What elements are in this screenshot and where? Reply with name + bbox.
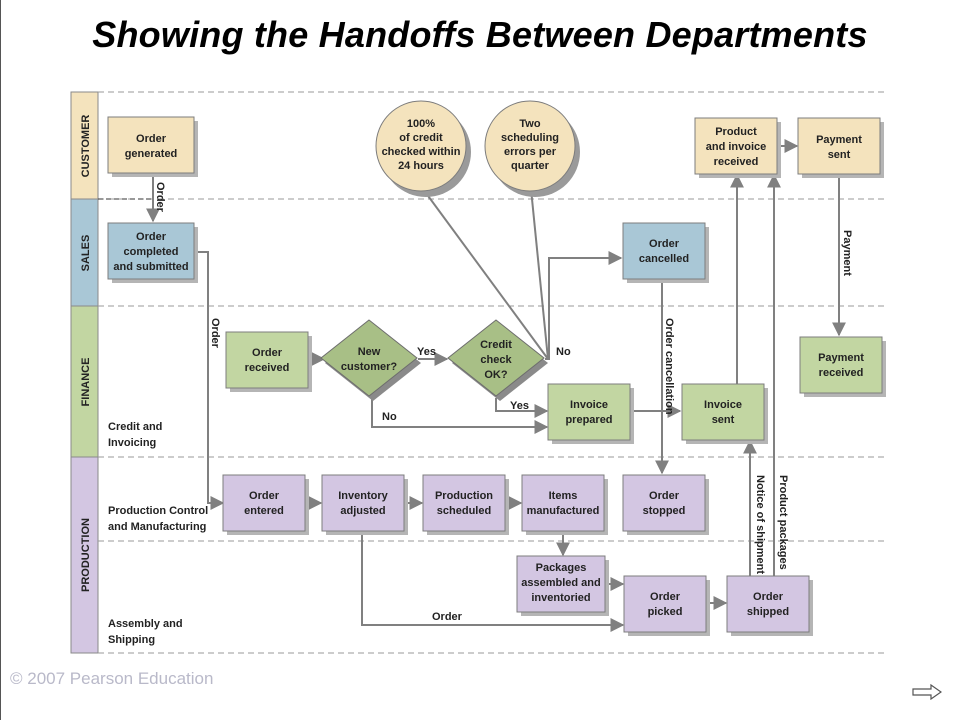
label-order-down: Order: [154, 182, 166, 213]
lane-separators: [98, 91, 888, 654]
sublane-label-production-control: Production Control and Manufacturing: [108, 505, 211, 533]
lane-label-finance: FINANCE: [80, 358, 92, 407]
label-order-bottom: Order: [432, 611, 463, 623]
connector-sales-to-order-entered: [196, 251, 225, 510]
connector-scheduling-metric: [530, 188, 549, 360]
lane-strip-finance: [70, 305, 99, 458]
slide-title: Showing the Handoffs Between Departments: [92, 14, 868, 55]
label-payment: Payment: [841, 230, 853, 276]
label-yes-credit: Yes: [510, 400, 529, 412]
lane-strip-sales: [70, 198, 99, 307]
lane-strip-customer: [70, 91, 99, 200]
label-order-cancellation: Order cancellation: [663, 318, 675, 415]
lane-label-sales: SALES: [80, 235, 92, 272]
label-no-credit: No: [556, 346, 571, 358]
label-order-finance: Order: [209, 318, 221, 349]
slide-left-border: [0, 0, 1, 720]
copyright-notice: © 2007 Pearson Education: [10, 669, 214, 688]
sublane-label-credit-invoicing: Credit and Invoicing: [108, 421, 165, 449]
connector-credit-metric: [422, 188, 549, 360]
sublane-label-assembly-shipping: Assembly and Shipping: [108, 618, 186, 646]
label-product-packages: Product packages: [777, 475, 789, 570]
connector-credit-no: [545, 251, 623, 360]
connector-new-customer-no: [371, 398, 549, 434]
next-slide-arrow-icon[interactable]: [912, 684, 942, 700]
connector-credit-yes: [495, 398, 549, 418]
label-no-new-customer: No: [382, 411, 397, 423]
lane-strip-production: [70, 456, 99, 654]
connector-inventory-to-picked: [361, 531, 625, 632]
lane-label-production: PRODUCTION: [80, 518, 92, 592]
lane-label-customer: CUSTOMER: [80, 115, 92, 178]
label-notice-of-shipment: Notice of shipment: [754, 475, 766, 574]
label-yes-new-customer: Yes: [417, 346, 436, 358]
